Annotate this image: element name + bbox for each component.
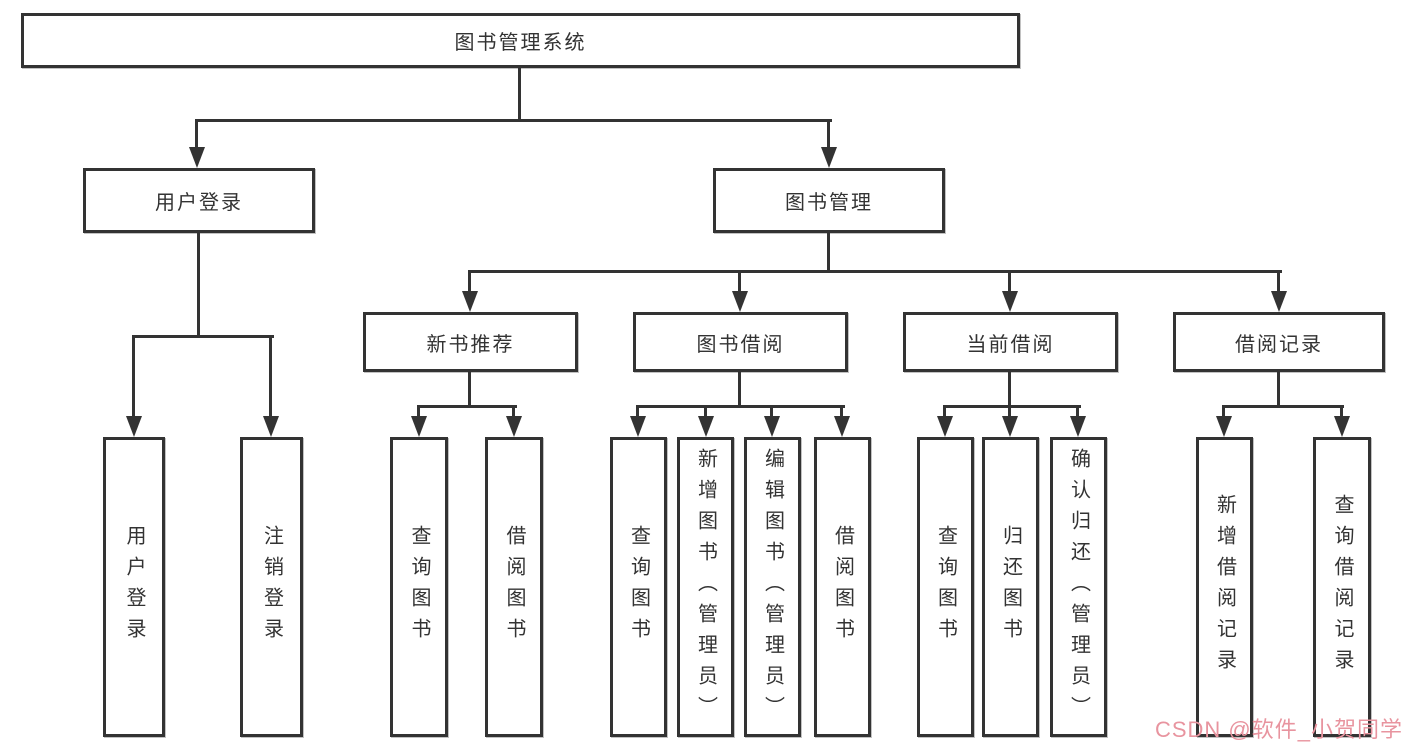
leaf-confirm-return-admin: 确认归还（管理员） <box>1050 437 1107 737</box>
connector-line <box>468 270 1282 273</box>
connector-line <box>704 405 707 419</box>
connector-line <box>1222 405 1344 408</box>
connector-line <box>943 405 946 419</box>
connector-line <box>269 335 272 419</box>
connector-line <box>195 119 198 151</box>
connector-line <box>195 119 832 122</box>
arrowhead-down-icon <box>764 416 780 437</box>
arrowhead-down-icon <box>698 416 714 437</box>
connector-line <box>1008 270 1011 294</box>
node-borrowing-records: 借阅记录 <box>1173 312 1385 372</box>
connector-line <box>1222 405 1225 419</box>
arrowhead-down-icon <box>189 147 205 168</box>
connector-line <box>417 405 420 419</box>
leaf-user-login: 用户登录 <box>103 437 165 737</box>
arrowhead-down-icon <box>1002 416 1018 437</box>
arrowhead-down-icon <box>630 416 646 437</box>
connector-line <box>417 405 517 408</box>
connector-line <box>1008 372 1011 408</box>
connector-line <box>827 233 830 272</box>
connector-line <box>738 372 741 408</box>
leaf-query-books-recommend: 查询图书 <box>390 437 448 737</box>
connector-line <box>1076 405 1079 419</box>
connector-line <box>468 372 471 408</box>
csdn-watermark: CSDN @软件_小贺同学 <box>1154 717 1403 742</box>
arrowhead-down-icon <box>732 291 748 312</box>
arrowhead-down-icon <box>411 416 427 437</box>
connector-line <box>738 270 741 294</box>
connector-line <box>636 405 639 419</box>
arrowhead-down-icon <box>126 416 142 437</box>
leaf-return-books: 归还图书 <box>982 437 1039 737</box>
connector-line <box>1277 372 1280 408</box>
connector-line <box>770 405 773 419</box>
arrowhead-down-icon <box>462 291 478 312</box>
connector-line <box>197 233 200 337</box>
connector-line <box>518 68 521 121</box>
leaf-query-books-current: 查询图书 <box>917 437 974 737</box>
connector-line <box>1008 405 1011 419</box>
leaf-edit-books-admin: 编辑图书（管理员） <box>744 437 801 737</box>
connector-line <box>132 335 135 419</box>
arrowhead-down-icon <box>1070 416 1086 437</box>
leaf-query-books-borrowing: 查询图书 <box>610 437 667 737</box>
leaf-borrow-books-recommend: 借阅图书 <box>485 437 543 737</box>
connector-line <box>1277 270 1280 294</box>
arrowhead-down-icon <box>1002 291 1018 312</box>
connector-line <box>827 119 830 151</box>
arrowhead-down-icon <box>834 416 850 437</box>
node-current-borrowing: 当前借阅 <box>903 312 1118 372</box>
connector-line <box>636 405 845 408</box>
leaf-add-borrow-record: 新增借阅记录 <box>1196 437 1253 737</box>
node-user-login: 用户登录 <box>83 168 315 233</box>
arrowhead-down-icon <box>506 416 522 437</box>
connector-line <box>468 270 471 294</box>
leaf-query-borrow-record: 查询借阅记录 <box>1313 437 1371 737</box>
node-root-library-management-system: 图书管理系统 <box>21 13 1020 68</box>
connector-line <box>512 405 515 419</box>
leaf-logout: 注销登录 <box>240 437 303 737</box>
arrowhead-down-icon <box>1334 416 1350 437</box>
arrowhead-down-icon <box>821 147 837 168</box>
leaf-add-books-admin: 新增图书（管理员） <box>677 437 734 737</box>
connector-line <box>132 335 274 338</box>
node-new-book-recommend: 新书推荐 <box>363 312 578 372</box>
node-book-management: 图书管理 <box>713 168 945 233</box>
arrowhead-down-icon <box>1271 291 1287 312</box>
arrowhead-down-icon <box>1216 416 1232 437</box>
arrowhead-down-icon <box>937 416 953 437</box>
connector-line <box>840 405 843 419</box>
node-book-borrowing: 图书借阅 <box>633 312 848 372</box>
connector-line <box>1340 405 1343 419</box>
leaf-borrow-books: 借阅图书 <box>814 437 871 737</box>
arrowhead-down-icon <box>263 416 279 437</box>
connector-line <box>943 405 1081 408</box>
